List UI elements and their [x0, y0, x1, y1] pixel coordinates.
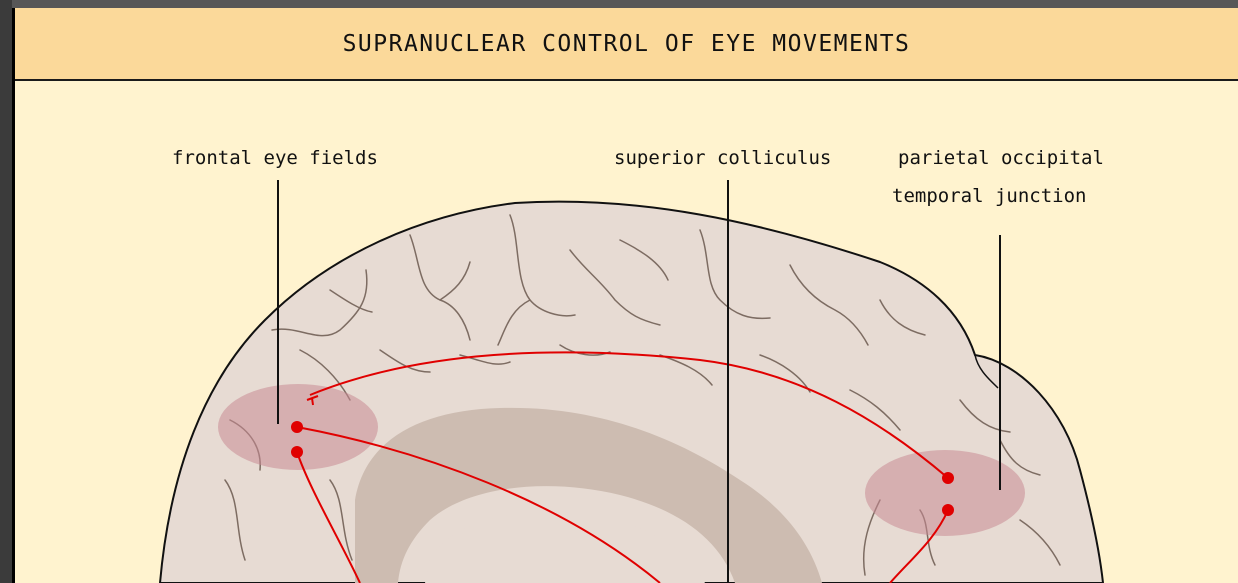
poj-node-lower [942, 504, 954, 516]
poj-node-upper [942, 472, 954, 484]
label-frontal-eye-fields: frontal eye fields [172, 142, 378, 174]
label-poj-line2: temporal junction [892, 180, 1086, 212]
frontal-node-upper [291, 421, 303, 433]
label-poj-line1: parietal occipital [898, 142, 1104, 174]
label-superior-colliculus: superior colliculus [614, 142, 831, 174]
frontal-node-lower [291, 446, 303, 458]
